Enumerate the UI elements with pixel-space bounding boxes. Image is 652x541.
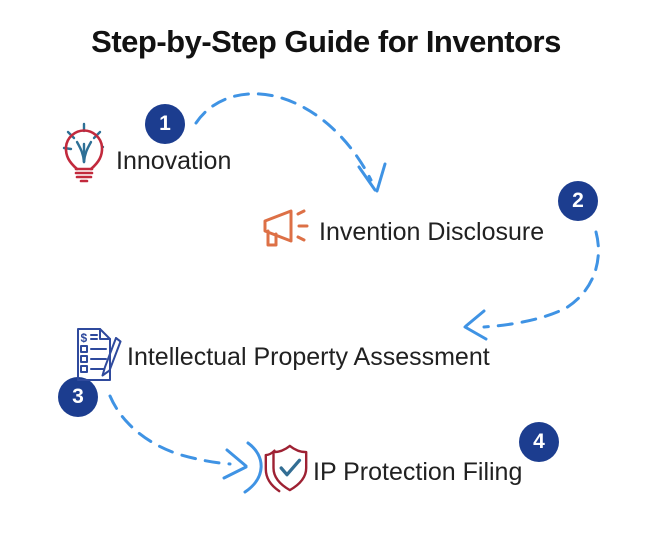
arrow-step1-to-step2 xyxy=(194,92,387,193)
page-title: Step-by-Step Guide for Inventors xyxy=(91,24,561,59)
step-number-badge: 1 xyxy=(145,104,185,144)
megaphone-icon xyxy=(257,207,313,253)
lightbulb-icon xyxy=(56,118,112,186)
shield-check-icon xyxy=(261,441,311,495)
svg-text:$: $ xyxy=(81,331,88,345)
step-label-invention-disclosure: Invention Disclosure xyxy=(319,217,545,246)
step-label-ip-assessment: Intellectual Property Assessment xyxy=(127,342,490,371)
arrow-step3-to-step4 xyxy=(108,394,263,494)
step-label-ip-protection-filing: IP Protection Filing xyxy=(313,457,523,486)
step-number-badge: 4 xyxy=(519,422,559,462)
step-number-badge: 2 xyxy=(558,181,598,221)
document-checklist-icon: $ xyxy=(70,326,128,384)
arrow-step2-to-step3 xyxy=(463,230,600,341)
step-number-badge: 3 xyxy=(58,377,98,417)
step-label-innovation: Innovation xyxy=(116,146,232,175)
